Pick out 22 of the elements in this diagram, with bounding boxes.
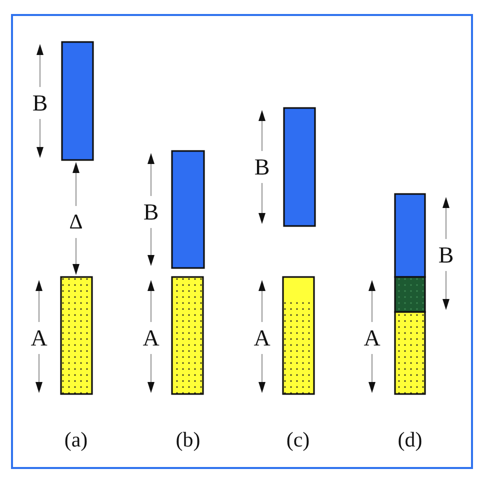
dimension-label: A <box>364 326 380 350</box>
dimension-label: B <box>254 156 270 178</box>
dotted-bar <box>171 276 204 395</box>
panel-label: (a) <box>64 430 88 450</box>
solid-bar <box>283 107 316 227</box>
solid-bar <box>171 150 205 269</box>
dotted-bar <box>394 311 426 395</box>
dimension-label: A <box>254 326 270 350</box>
overlap-segment <box>394 276 426 313</box>
dimension-label: B <box>32 92 48 114</box>
dimension-label: B <box>143 200 159 224</box>
dimension-label: Δ <box>69 212 83 232</box>
dotted-bar <box>282 276 315 395</box>
solid-bar <box>61 41 94 161</box>
panel-label: (d) <box>398 430 422 450</box>
dotted-bar <box>60 276 93 395</box>
panel-label: (c) <box>286 430 310 450</box>
dimension-label: B <box>438 244 454 266</box>
dimension-label: A <box>30 326 48 350</box>
dimension-label: A <box>142 326 160 350</box>
solid-bar <box>394 193 426 278</box>
panel-label: (b) <box>176 430 200 450</box>
